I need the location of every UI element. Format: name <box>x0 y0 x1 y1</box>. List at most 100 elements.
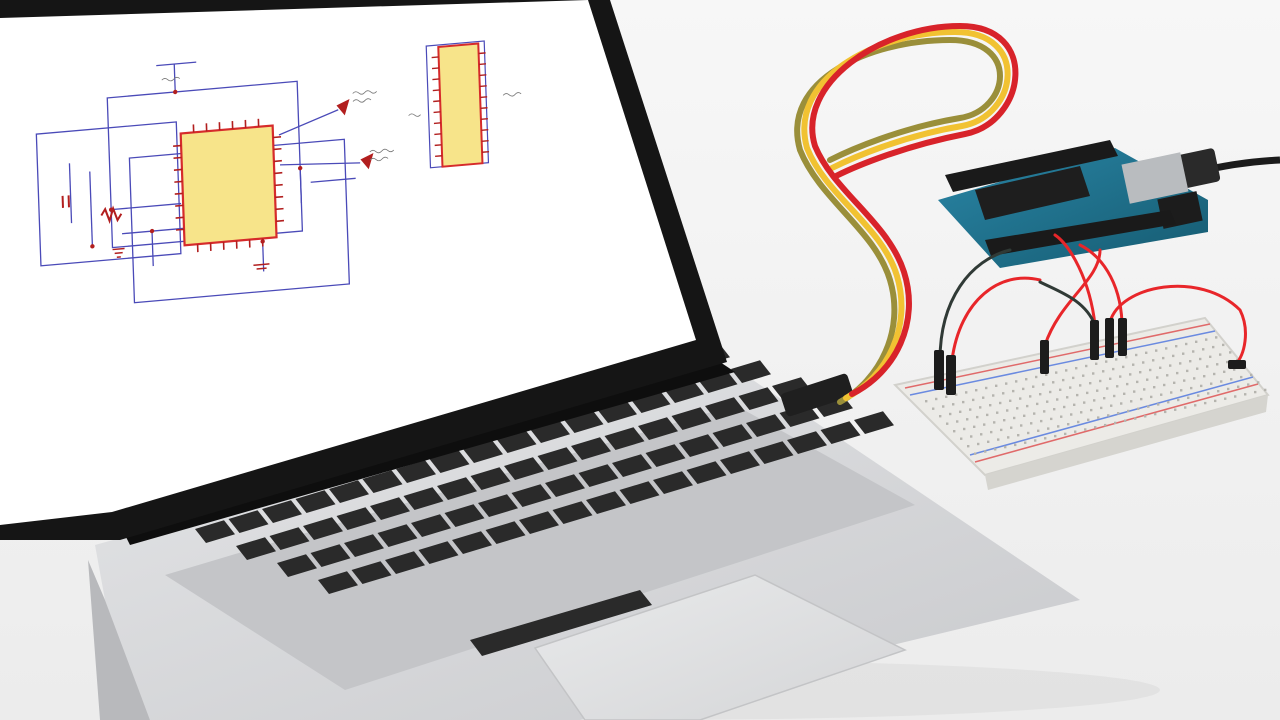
breadboard-hole <box>1076 393 1079 397</box>
keyboard-key[interactable] <box>463 440 503 463</box>
keyboard-key[interactable] <box>336 507 377 530</box>
keyboard-key[interactable] <box>504 457 544 480</box>
breadboard-hole <box>1220 380 1223 383</box>
breadboard-hole <box>1154 412 1157 416</box>
breadboard-hole <box>1119 375 1122 378</box>
keyboard-key[interactable] <box>586 491 626 514</box>
keyboard-key[interactable] <box>496 430 537 453</box>
keyboard-key[interactable] <box>638 417 678 440</box>
keyboard-key[interactable] <box>444 504 485 527</box>
chip-pin <box>435 155 443 158</box>
keyboard-key[interactable] <box>720 451 760 474</box>
breadboard-hole <box>1160 393 1163 396</box>
keyboard-key[interactable] <box>478 494 518 517</box>
space-bar-key[interactable] <box>470 590 652 656</box>
keyboard-key[interactable] <box>269 527 310 550</box>
keyboard-key[interactable] <box>295 490 336 513</box>
breadboard-hole <box>1195 340 1198 343</box>
keyboard-key[interactable] <box>362 470 403 493</box>
chip-pin <box>434 144 442 147</box>
breadboard-hole <box>962 400 965 404</box>
breadboard-hole <box>1032 385 1035 388</box>
keyboard-key[interactable] <box>854 411 894 434</box>
keyboard-key[interactable] <box>318 571 358 594</box>
chip-pin <box>176 228 185 231</box>
keyboard-key[interactable] <box>545 474 585 497</box>
keyboard-key[interactable] <box>664 380 704 403</box>
breadboard-hole <box>1213 372 1216 376</box>
keyboard-key[interactable] <box>329 480 369 503</box>
chip-pin <box>274 171 283 175</box>
breadboard-hole <box>1165 347 1168 350</box>
keyboard-key[interactable] <box>277 554 317 577</box>
keyboard-key[interactable] <box>772 377 812 400</box>
keyboard-key[interactable] <box>310 544 351 567</box>
keyboard-key[interactable] <box>351 561 392 584</box>
chip-pin <box>480 118 488 121</box>
keyboard-key[interactable] <box>645 444 686 467</box>
keyboard-key[interactable] <box>820 421 861 444</box>
keyboard-key[interactable] <box>705 397 745 420</box>
keyboard-key[interactable] <box>787 431 827 454</box>
keyboard-key[interactable] <box>403 487 444 510</box>
keyboard-key[interactable] <box>578 464 619 487</box>
keyboard-key[interactable] <box>552 501 593 524</box>
breadboard-hole <box>963 427 966 431</box>
keyboard-key[interactable] <box>571 437 611 460</box>
keyboard-key[interactable] <box>437 477 477 500</box>
keyboard-key[interactable] <box>236 537 276 560</box>
breadboard-hole <box>1155 349 1158 352</box>
keyboard-key[interactable] <box>686 461 727 484</box>
chip-pin <box>273 147 282 151</box>
capacitor-icon <box>61 195 70 208</box>
keyboard-key[interactable] <box>228 510 269 533</box>
keyboard-key[interactable] <box>679 434 719 457</box>
keyboard-key[interactable] <box>731 360 771 383</box>
laptop-hinge <box>120 362 735 545</box>
keyboard-key[interactable] <box>429 450 470 473</box>
keyboard-key[interactable] <box>303 517 343 540</box>
keyboard-key[interactable] <box>653 471 693 494</box>
keyboard-key[interactable] <box>385 551 425 574</box>
keyboard-key[interactable] <box>537 447 578 470</box>
breadboard-hole <box>949 412 952 416</box>
keyboard-key[interactable] <box>485 521 526 544</box>
keyboard-key[interactable] <box>411 514 451 537</box>
keyboard-key[interactable] <box>612 454 652 477</box>
schematic-chip-main <box>173 118 284 253</box>
breadboard-hole <box>1200 384 1203 388</box>
keyboard-key[interactable] <box>712 424 753 447</box>
keyboard-key[interactable] <box>262 500 302 523</box>
keyboard-key[interactable] <box>519 511 559 534</box>
led-icon <box>336 99 374 170</box>
keyboard-key[interactable] <box>630 390 671 413</box>
keyboard-key[interactable] <box>511 484 552 507</box>
keyboard-key[interactable] <box>195 520 235 543</box>
keyboard-key[interactable] <box>396 460 436 483</box>
keyboard-key[interactable] <box>604 427 645 450</box>
keyboard-key[interactable] <box>597 400 637 423</box>
breadboard-hole <box>1222 343 1225 347</box>
breadboard-hole <box>1230 378 1233 381</box>
keyboard-key[interactable] <box>377 524 418 547</box>
breadboard-hole <box>1000 428 1003 432</box>
breadboard-hole <box>1236 358 1239 362</box>
keyboard-key[interactable] <box>671 407 712 430</box>
keyboard-key[interactable] <box>452 531 492 554</box>
breadboard-hole <box>992 394 995 397</box>
keyboard-key[interactable] <box>470 467 511 490</box>
keyboard-key[interactable] <box>418 541 459 564</box>
keyboard-key[interactable] <box>619 481 660 504</box>
keyboard-key[interactable] <box>746 414 786 437</box>
breadboard-hole <box>987 440 990 443</box>
breadboard-hole <box>1096 389 1099 392</box>
keyboard-key[interactable] <box>344 534 384 557</box>
breadboard-hole <box>976 415 979 419</box>
keyboard-key[interactable] <box>370 497 410 520</box>
keyboard-key[interactable] <box>738 387 779 410</box>
keyboard-key[interactable] <box>697 370 738 393</box>
keyboard-key[interactable] <box>530 420 570 443</box>
keyboard-key[interactable] <box>563 410 604 433</box>
trackpad[interactable] <box>533 574 907 720</box>
keyboard-key[interactable] <box>753 441 794 464</box>
